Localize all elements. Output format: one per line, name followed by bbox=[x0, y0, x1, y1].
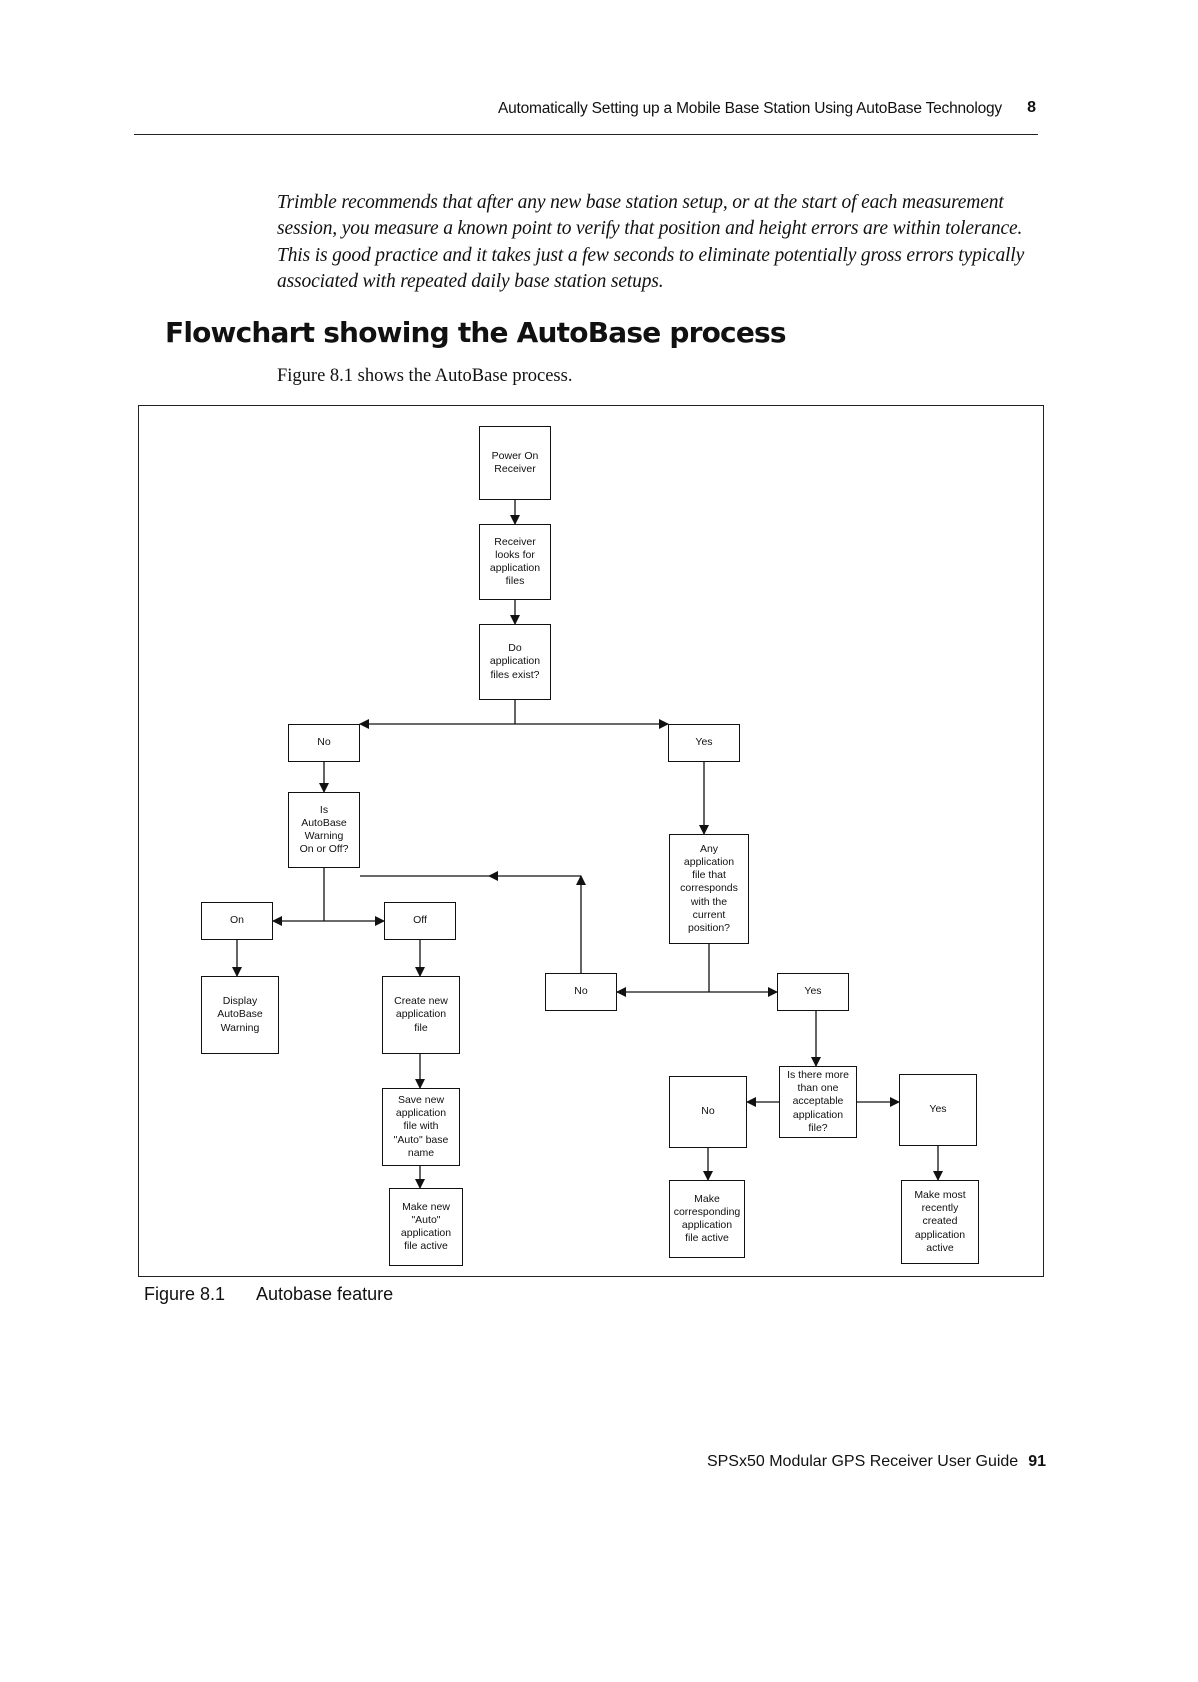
flow-node-yes-multiple: Yes bbox=[899, 1074, 977, 1146]
flow-node-yes-match: Yes bbox=[777, 973, 849, 1011]
running-header-title: Automatically Setting up a Mobile Base S… bbox=[497, 100, 1002, 117]
flow-node-label: Yes bbox=[804, 985, 822, 998]
intro-text: Figure 8.1 shows the AutoBase process. bbox=[277, 366, 573, 386]
flow-node-label: Yes bbox=[929, 1103, 947, 1116]
flow-node-no-files: No bbox=[288, 724, 360, 762]
figure-title: Autobase feature bbox=[256, 1284, 394, 1304]
figure-number: Figure 8.1 bbox=[144, 1284, 226, 1304]
running-header: Automatically Setting up a Mobile Base S… bbox=[134, 98, 1038, 135]
recommendation-note: Trimble recommends that after any new ba… bbox=[277, 191, 1025, 293]
flowchart-connectors bbox=[232, 500, 943, 1189]
figure-caption: Figure 8.1 Autobase feature bbox=[144, 1284, 393, 1305]
flow-node-warning-on: On bbox=[201, 902, 273, 940]
section-heading: Flowchart showing the AutoBase process bbox=[165, 316, 787, 349]
flow-node-no-match: No bbox=[545, 973, 617, 1011]
page-number: 91 bbox=[1028, 1453, 1046, 1470]
flow-node-label: No bbox=[317, 736, 331, 749]
flow-node-no-multiple: No bbox=[669, 1076, 747, 1148]
flow-node-label: No bbox=[701, 1105, 715, 1118]
flow-node-warning-off: Off bbox=[384, 902, 456, 940]
footer-title: SPSx50 Modular GPS Receiver User Guide bbox=[706, 1453, 1019, 1470]
flow-node-label: No bbox=[574, 985, 588, 998]
flow-node-label: On bbox=[229, 914, 244, 927]
flow-node-label: Off bbox=[413, 914, 427, 927]
flow-node-yes-files: Yes bbox=[668, 724, 740, 762]
chapter-number: 8 bbox=[1027, 99, 1036, 116]
flow-node-label: Yes bbox=[695, 736, 713, 749]
page-footer: SPSx50 Modular GPS Receiver User Guide 91 bbox=[707, 1453, 1046, 1471]
